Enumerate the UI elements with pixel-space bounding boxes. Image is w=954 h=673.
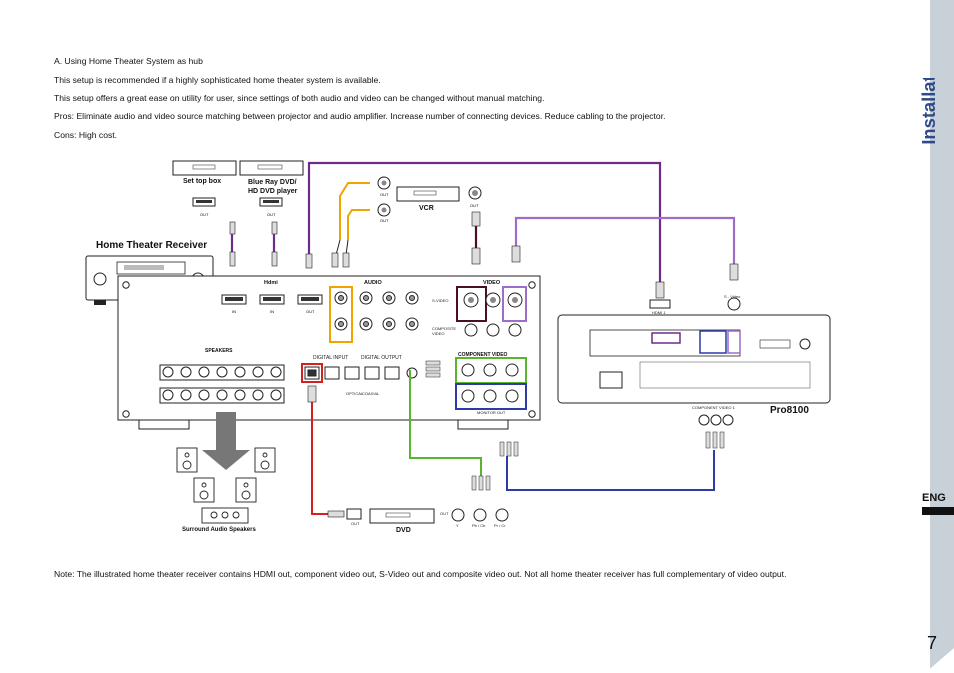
dvd-y-label: Y <box>456 523 459 528</box>
proj-component-label: COMPONENT VIDEO 1 <box>692 405 735 410</box>
optical-plug <box>307 385 317 403</box>
proj-component-plugs <box>705 431 725 449</box>
optical-plug-dvd <box>327 510 345 518</box>
proj-svideo-label: S - Video <box>724 294 741 299</box>
vcr-out-label-3: OUT <box>470 203 479 208</box>
vcr-svideo-cable <box>471 211 481 265</box>
section-title-text: Installation <box>918 78 939 145</box>
optical-highlight <box>301 363 323 383</box>
vcr-label: VCR <box>419 205 434 212</box>
composite-video-label: COMPOSITE VIDEO <box>432 326 457 336</box>
s-video-label: S-VIDEO <box>432 298 449 303</box>
sidebar <box>930 0 954 673</box>
coaxial-label: COAXIAL <box>362 391 380 396</box>
bd-hdmi-port <box>259 197 283 207</box>
monitor-out-label: MONITOR OUT <box>477 410 506 415</box>
language-bar <box>922 507 954 515</box>
speakers-panel-label: SPEAKERS <box>205 348 233 354</box>
proj-hdmi-port <box>649 299 671 309</box>
page-number: 7 <box>927 633 938 653</box>
stb-cable <box>229 221 236 267</box>
speaker-arrow <box>202 412 250 470</box>
svideo-plug-projector <box>729 263 739 281</box>
svideo-projector-cable <box>514 216 736 264</box>
paragraph-recommended: This setup is recommended if a highly so… <box>54 75 381 85</box>
vcr-audio-cable <box>331 182 370 268</box>
component-plugs-receiver <box>425 360 441 378</box>
speakers-label: Surround Audio Speakers <box>182 527 256 533</box>
optical-cable <box>311 400 330 515</box>
speaker-icons <box>176 447 276 524</box>
dvd-pb-label: Pb / Cb <box>472 523 486 528</box>
proj-svideo-port <box>727 297 741 311</box>
audio-panel-label: AUDIO <box>364 280 382 286</box>
bd-out-label: OUT <box>267 212 276 217</box>
component-out-box <box>455 383 527 410</box>
dvd-component-plugs <box>471 475 491 491</box>
paragraph-utility: This setup offers a great ease on utilit… <box>54 93 545 103</box>
note-paragraph: Note: The illustrated home theater recei… <box>54 569 787 579</box>
dvd-optical-out-label: OUT <box>351 521 360 526</box>
proj-hdmi-label: HDMI 1 <box>652 310 666 315</box>
component-dvd-cable <box>409 370 482 476</box>
receiver-hdmi-ports <box>221 294 323 305</box>
speaker-terminals <box>159 364 285 404</box>
receiver-label: Home Theater Receiver <box>96 240 208 251</box>
section-title: Installation <box>918 78 939 145</box>
dvd-out-label: OUT <box>440 511 449 516</box>
component-ports <box>461 363 519 403</box>
vcr-out-label-1: OUT <box>380 192 389 197</box>
hdmi-in-1: IN <box>232 309 236 314</box>
set-top-box-device <box>172 160 237 176</box>
section-heading: A. Using Home Theater System as hub <box>54 56 203 66</box>
hdmi-panel-label: Hdmi <box>264 280 278 286</box>
video-panel-label: VIDEO <box>483 280 501 286</box>
receiver-video-ports <box>456 286 527 337</box>
hdmi-projector-cable <box>307 161 662 282</box>
proj-component-cable-top <box>499 441 519 457</box>
hdmi-out: OUT <box>306 309 315 314</box>
blu-ray-label: Blue Ray DVD/ HD DVD player <box>248 179 298 195</box>
projector-device <box>557 314 831 404</box>
optical-label: OPTICAL <box>346 391 364 396</box>
paragraph-pros: Pros: Eliminate audio and video source m… <box>54 111 666 121</box>
component-video-label: COMPONENT VIDEO <box>458 352 508 358</box>
dvd-pr-label: Pr / Cr <box>494 523 506 528</box>
vcr-out-label-2: OUT <box>380 218 389 223</box>
stb-out-label: OUT <box>200 212 209 217</box>
component-projector-cable <box>506 450 715 491</box>
hdmi-plug-projector <box>655 281 665 299</box>
proj-component-ports <box>698 414 734 426</box>
svideo-plug-receiver <box>511 245 521 263</box>
page-corner <box>925 648 954 673</box>
dvd-device <box>346 508 509 524</box>
vcr-device <box>377 176 482 217</box>
stb-hdmi-port <box>192 197 216 207</box>
paragraph-cons: Cons: High cost. <box>54 130 118 140</box>
digital-input-label: DIGITAL INPUT <box>313 355 349 361</box>
blu-ray-device <box>239 160 304 176</box>
hdmi-in-2: IN <box>270 309 274 314</box>
digital-ports <box>304 366 418 380</box>
hdmi-plug-receiver <box>305 253 313 269</box>
language-label: ENG <box>922 492 946 504</box>
digital-output-label: DIGITAL OUTPUT <box>361 355 402 361</box>
set-top-box-label: Set top box <box>183 178 222 185</box>
dvd-label: DVD <box>396 527 411 534</box>
projector-label: Pro8100 <box>770 405 809 416</box>
bd-cable <box>271 221 278 267</box>
receiver-audio-ports <box>329 286 419 343</box>
